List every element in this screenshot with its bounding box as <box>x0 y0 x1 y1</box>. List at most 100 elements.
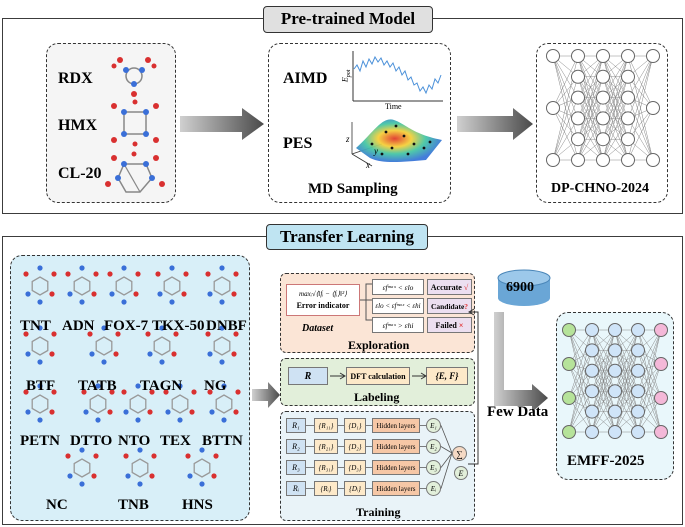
molecule-label-tkx50: TKX-50 <box>152 318 205 334</box>
pes-x-label: x <box>366 160 370 170</box>
network-node <box>562 425 576 439</box>
training-label: Training <box>356 505 401 519</box>
network-node <box>654 391 668 405</box>
pretrained-molecule-icons <box>105 57 165 193</box>
emff-network-icon <box>562 323 668 439</box>
dataset-label: Dataset <box>302 323 334 334</box>
molecule-icon-tkx50 <box>155 265 189 305</box>
network-node <box>585 425 599 439</box>
molecule-icon-nc <box>65 447 99 487</box>
molecule-label-tnb: TNB <box>118 497 149 513</box>
molecule-icon-dtto <box>81 383 115 423</box>
network-node <box>621 132 635 147</box>
training-input: R₃ <box>286 460 306 475</box>
network-node <box>562 391 576 405</box>
sum-node: ∑ <box>452 446 467 461</box>
network-node <box>571 69 585 84</box>
molecule-icon-tatb <box>87 325 121 365</box>
molecule-label-cl20: CL-20 <box>58 165 102 182</box>
molecule-label-tnt: TNT <box>20 318 51 334</box>
molecule-icon-btf <box>23 325 57 365</box>
molecule-label-btf: BTF <box>26 378 56 394</box>
pes-label: PES <box>283 135 313 152</box>
error-indicator-box: maxᵢ√⟨‖fᵢ − ⟨fᵢ⟩‖²⟩ Error indicator <box>286 284 360 316</box>
molecule-icon-adn <box>65 265 99 305</box>
labeling-input-r: R <box>288 367 328 385</box>
network-node <box>571 132 585 147</box>
network-node <box>621 49 635 63</box>
outcome-accurate: Accurate √ <box>427 279 472 295</box>
molecule-icon-bttn <box>207 383 241 423</box>
transfer-title: Transfer Learning <box>266 224 428 250</box>
failed-mark: × <box>458 320 464 330</box>
network-node <box>621 111 635 126</box>
molecule-label-bttn: BTTN <box>202 433 243 449</box>
hidden-layers-box: Hidden layers <box>372 481 420 496</box>
condition-mid: εlo < εfᵐᵃˣ < εhi <box>372 298 424 314</box>
molecule-icon-tnb <box>123 447 157 487</box>
network-node <box>596 69 610 84</box>
network-node <box>546 101 560 115</box>
labeling-arrows <box>330 372 427 380</box>
emff-label: EMFF-2025 <box>567 453 645 469</box>
epot-axis-label: Epot <box>340 69 353 83</box>
labeling-output-ef: {E, F} <box>426 367 468 385</box>
training-connectors <box>306 425 453 489</box>
pretrained-title: Pre-trained Model <box>263 6 433 33</box>
time-axis-label: Time <box>385 102 402 111</box>
molecule-icon-tex <box>163 383 197 423</box>
network-node <box>585 404 599 419</box>
molecule-icon-dnbf <box>205 265 239 305</box>
network-node <box>608 363 622 378</box>
pes-z-label: z <box>346 134 350 144</box>
molecule-label-hns: HNS <box>182 497 213 513</box>
molecule-icon-tagn <box>145 325 179 365</box>
network-node <box>585 323 599 337</box>
arrow-to-labeling-icon <box>252 382 280 408</box>
training-input: R₁ <box>286 418 306 433</box>
hmx-molecule-icon <box>111 99 159 147</box>
training-feature: {R₁₁} <box>314 418 338 433</box>
molecule-label-dtto: DTTO <box>70 433 113 449</box>
network-node <box>646 101 660 115</box>
dp-chno-network-icon <box>546 49 660 167</box>
network-node <box>562 323 576 337</box>
few-data-arrow-icon <box>494 312 548 412</box>
molecule-icon-ng <box>205 325 239 365</box>
network-node <box>646 49 660 63</box>
rdx-molecule-icon <box>111 57 157 97</box>
network-node <box>571 153 585 167</box>
network-node <box>608 343 622 358</box>
molecule-label-dnbf: DNBF <box>206 318 247 334</box>
exploration-label: Exploration <box>348 338 410 352</box>
outcome-candidate: Candidate? <box>427 298 472 314</box>
atomic-energy-node: E₁ <box>426 418 441 433</box>
network-node <box>631 384 645 399</box>
network-node <box>621 153 635 167</box>
condition-high: εfᵐᵃˣ > εhi <box>372 317 424 333</box>
network-node <box>631 343 645 358</box>
training-descriptor: {Dᵢ} <box>344 481 366 496</box>
hidden-layers-box: Hidden layers <box>372 418 420 433</box>
atomic-energy-node: E₃ <box>426 460 441 475</box>
exploration-connectors <box>360 283 372 321</box>
condition-low: εfᵐᵃˣ < εlo <box>372 279 424 295</box>
transfer-molecule-icons <box>23 265 241 487</box>
network-node <box>631 404 645 419</box>
training-descriptor: {D₂} <box>344 439 366 454</box>
hidden-layers-box: Hidden layers <box>372 460 420 475</box>
labeling-label: Labeling <box>354 390 400 404</box>
pes-y-label: y <box>374 146 378 156</box>
molecule-label-tatb: TATB <box>78 378 117 394</box>
network-node <box>562 357 576 371</box>
database-icon <box>497 269 551 306</box>
error-formula: maxᵢ√⟨‖fᵢ − ⟨fᵢ⟩‖²⟩ <box>299 290 347 298</box>
network-node <box>596 111 610 126</box>
molecule-icon-nto <box>121 383 155 423</box>
molecule-icon-tnt <box>23 265 57 305</box>
network-node <box>546 153 560 167</box>
network-node <box>654 357 668 371</box>
network-node <box>596 153 610 167</box>
training-input: Rᵢ <box>286 481 306 496</box>
dft-calculation-box: DFT calculation <box>346 367 410 385</box>
